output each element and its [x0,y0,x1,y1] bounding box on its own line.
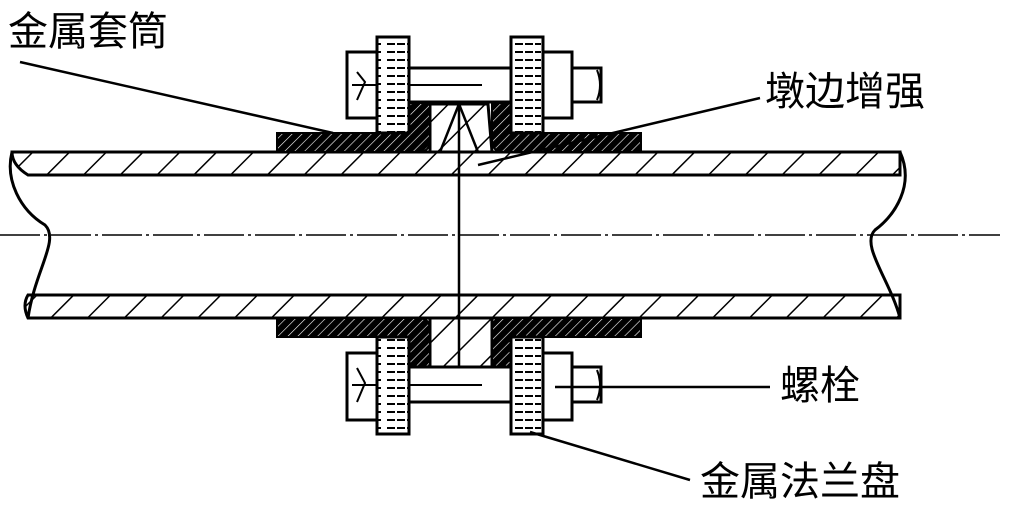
nut-icon [509,35,545,135]
label-metal-sleeve: 金属套筒 [8,9,168,55]
nut-icon [509,335,545,436]
nut-icon [375,335,411,436]
label-upset-reinforcement: 墩边增强 [765,69,925,115]
leader-lines [19,60,770,482]
label-bolt: 螺栓 [780,363,860,409]
bolt-top [345,35,603,135]
label-metal-flange: 金属法兰盘 [700,459,900,505]
metal-sleeve [276,102,642,368]
nut-icon [375,35,411,135]
pipe [8,150,907,320]
